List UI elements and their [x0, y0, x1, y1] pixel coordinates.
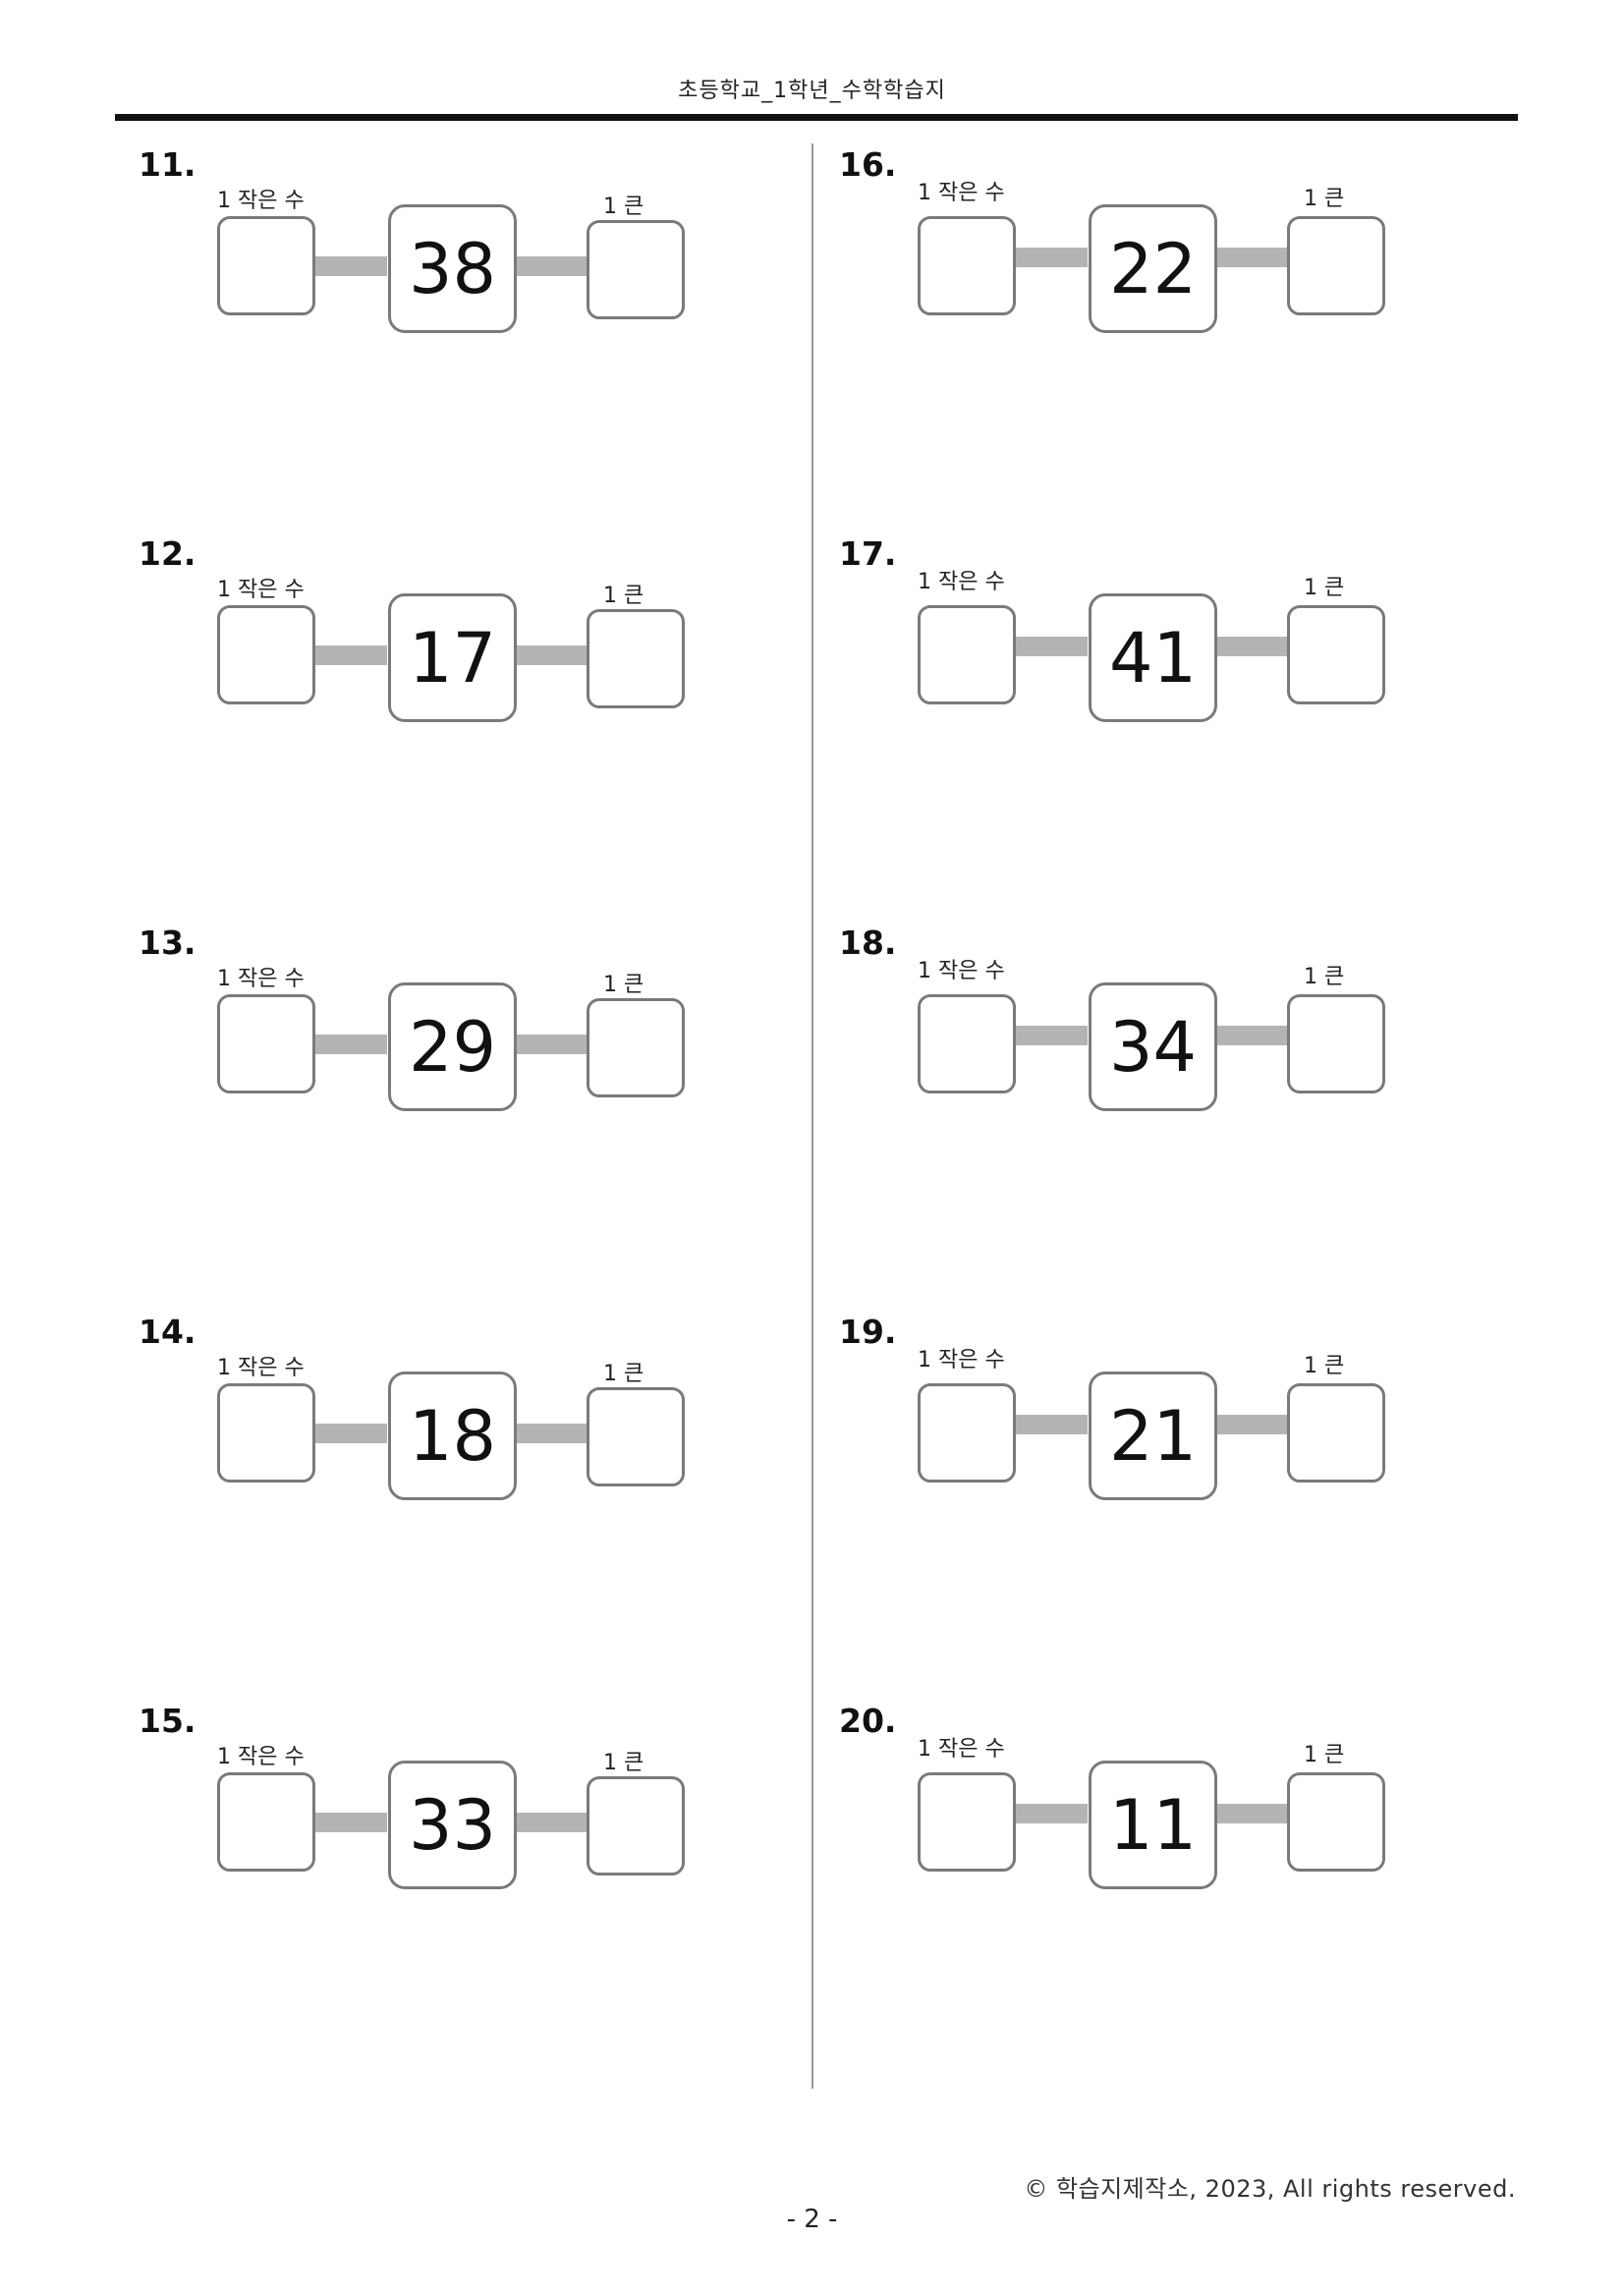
answer-box-larger[interactable]: [1287, 1383, 1385, 1483]
label-one-smaller: 1 작은 수: [918, 570, 1005, 594]
problem-11: 11. 1 작은 수 1 큰 수 38: [115, 145, 685, 440]
connector-bar: [1208, 637, 1289, 656]
copyright-notice: © 학습지제작소, 2023, All rights reserved.: [1024, 2175, 1516, 2203]
page-number: - 2 -: [786, 2205, 838, 2234]
problem-number: 17.: [839, 534, 897, 573]
problem-18: 18. 1 작은 수 1 큰 수 34: [815, 924, 1385, 1218]
connector-bar: [1007, 1026, 1088, 1045]
connector-bar: [508, 1424, 588, 1443]
answer-box-smaller[interactable]: [217, 605, 315, 704]
answer-box-smaller[interactable]: [217, 1383, 315, 1483]
given-number: 38: [388, 204, 517, 333]
label-one-smaller: 1 작은 수: [217, 578, 305, 602]
answer-box-smaller[interactable]: [918, 1772, 1016, 1872]
connector-bar: [508, 1035, 588, 1054]
connector-bar: [307, 1813, 387, 1832]
answer-box-larger[interactable]: [1287, 994, 1385, 1093]
answer-box-smaller[interactable]: [217, 1772, 315, 1872]
problem-19: 19. 1 작은 수 1 큰 수 21: [815, 1313, 1385, 1607]
problem-15: 15. 1 작은 수 1 큰 수 33: [115, 1702, 685, 1996]
connector-bar: [508, 1813, 588, 1832]
problem-12: 12. 1 작은 수 1 큰 수 17: [115, 534, 685, 829]
given-number: 29: [388, 982, 517, 1111]
problem-number: 19.: [839, 1313, 897, 1351]
problem-17: 17. 1 작은 수 1 큰 수 41: [815, 534, 1385, 829]
answer-box-larger[interactable]: [587, 609, 685, 708]
answer-box-larger[interactable]: [1287, 1772, 1385, 1872]
answer-box-larger[interactable]: [1287, 605, 1385, 704]
answer-box-larger[interactable]: [587, 1387, 685, 1486]
answer-box-larger[interactable]: [587, 998, 685, 1097]
problem-13: 13. 1 작은 수 1 큰 수 29: [115, 924, 685, 1218]
connector-bar: [508, 256, 588, 276]
connector-bar: [307, 645, 387, 665]
given-number: 41: [1089, 593, 1217, 722]
connector-bar: [307, 1424, 387, 1443]
given-number: 21: [1089, 1372, 1217, 1500]
connector-bar: [1007, 1415, 1088, 1434]
connector-bar: [1007, 1804, 1088, 1823]
connector-bar: [1007, 637, 1088, 656]
answer-box-larger[interactable]: [1287, 216, 1385, 315]
given-number: 22: [1089, 204, 1217, 333]
label-one-smaller: 1 작은 수: [918, 1348, 1005, 1372]
answer-box-smaller[interactable]: [217, 994, 315, 1093]
answer-box-larger[interactable]: [587, 220, 685, 319]
label-one-smaller: 1 작은 수: [217, 1745, 305, 1769]
label-one-smaller: 1 작은 수: [217, 967, 305, 991]
connector-bar: [1007, 248, 1088, 267]
label-one-smaller: 1 작은 수: [918, 181, 1005, 205]
answer-box-smaller[interactable]: [918, 1383, 1016, 1483]
given-number: 18: [388, 1372, 517, 1500]
given-number: 33: [388, 1761, 517, 1889]
answer-box-smaller[interactable]: [918, 994, 1016, 1093]
label-one-smaller: 1 작은 수: [217, 189, 305, 213]
given-number: 34: [1089, 982, 1217, 1111]
label-one-smaller: 1 작은 수: [918, 1737, 1005, 1762]
answer-box-smaller[interactable]: [918, 216, 1016, 315]
given-number: 11: [1089, 1761, 1217, 1889]
answer-box-larger[interactable]: [587, 1776, 685, 1876]
column-divider: [812, 143, 813, 2089]
problem-number: 12.: [139, 534, 196, 573]
answer-box-smaller[interactable]: [918, 605, 1016, 704]
problem-number: 14.: [139, 1313, 196, 1351]
connector-bar: [508, 645, 588, 665]
connector-bar: [1208, 1415, 1289, 1434]
problem-number: 16.: [839, 145, 897, 184]
connector-bar: [307, 256, 387, 276]
label-one-smaller: 1 작은 수: [918, 959, 1005, 983]
connector-bar: [1208, 1026, 1289, 1045]
problem-number: 20.: [839, 1702, 897, 1740]
label-one-smaller: 1 작은 수: [217, 1356, 305, 1380]
problem-number: 13.: [139, 924, 196, 962]
problem-16: 16. 1 작은 수 1 큰 수 22: [815, 145, 1385, 440]
problem-number: 15.: [139, 1702, 196, 1740]
header-rule: [115, 114, 1518, 121]
problem-20: 20. 1 작은 수 1 큰 수 11: [815, 1702, 1385, 1996]
answer-box-smaller[interactable]: [217, 216, 315, 315]
problem-14: 14. 1 작은 수 1 큰 수 18: [115, 1313, 685, 1607]
connector-bar: [1208, 1804, 1289, 1823]
connector-bar: [307, 1035, 387, 1054]
connector-bar: [1208, 248, 1289, 267]
worksheet-title: 초등학교_1학년_수학학습지: [678, 79, 946, 103]
given-number: 17: [388, 593, 517, 722]
problem-number: 18.: [839, 924, 897, 962]
problem-number: 11.: [139, 145, 196, 184]
